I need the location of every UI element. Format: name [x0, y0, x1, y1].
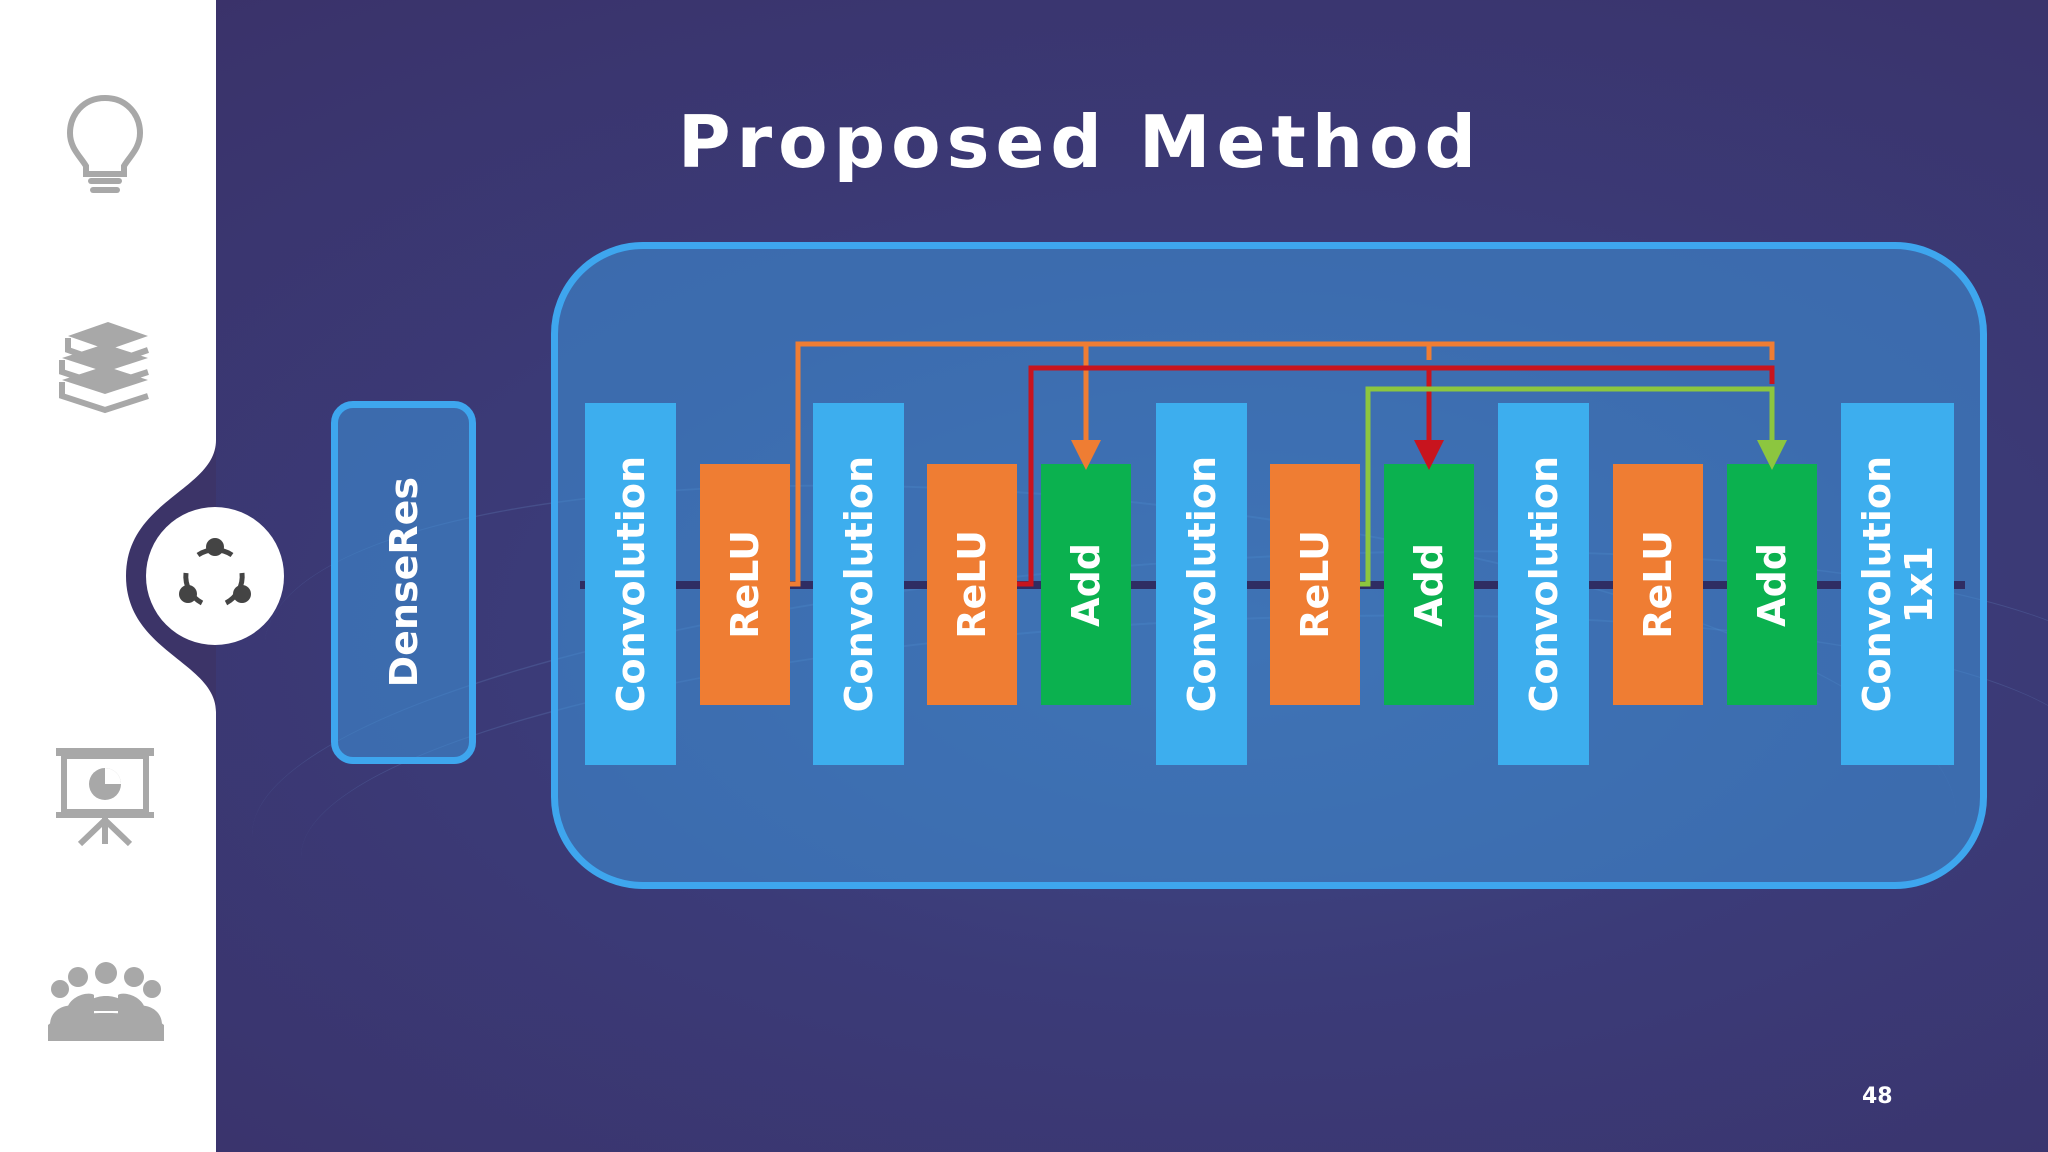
books-icon[interactable]: [50, 310, 160, 420]
lightbulb-icon[interactable]: [50, 90, 160, 200]
convolution-1x1-block: Convolution 1x1: [1841, 403, 1954, 765]
denseres-module: DenseRes: [331, 401, 476, 764]
relu-block: ReLU: [1270, 464, 1360, 705]
sidebar: [0, 0, 284, 1152]
add-block: Add: [1041, 464, 1131, 705]
cycle-icon[interactable]: [170, 531, 260, 621]
convolution-block: Convolution: [585, 403, 676, 765]
slide-title: Proposed Method: [677, 100, 1483, 184]
convolution-block: Convolution: [1156, 403, 1247, 765]
relu-block: ReLU: [700, 464, 790, 705]
relu-block: ReLU: [1613, 464, 1703, 705]
skip-connection-orange: [790, 341, 1775, 587]
add-block: Add: [1384, 464, 1474, 705]
page-number: 48: [1862, 1084, 1893, 1109]
skip-connection-red: [1017, 365, 1775, 587]
skip-arrow-green: [1360, 386, 1787, 587]
add-block: Add: [1727, 464, 1817, 705]
active-section-marker: [146, 507, 284, 645]
group-icon[interactable]: [48, 955, 164, 1065]
presentation-icon[interactable]: [50, 740, 160, 850]
convolution-block: Convolution: [1498, 403, 1589, 765]
convolution-block: Convolution: [813, 403, 904, 765]
relu-block: ReLU: [927, 464, 1017, 705]
